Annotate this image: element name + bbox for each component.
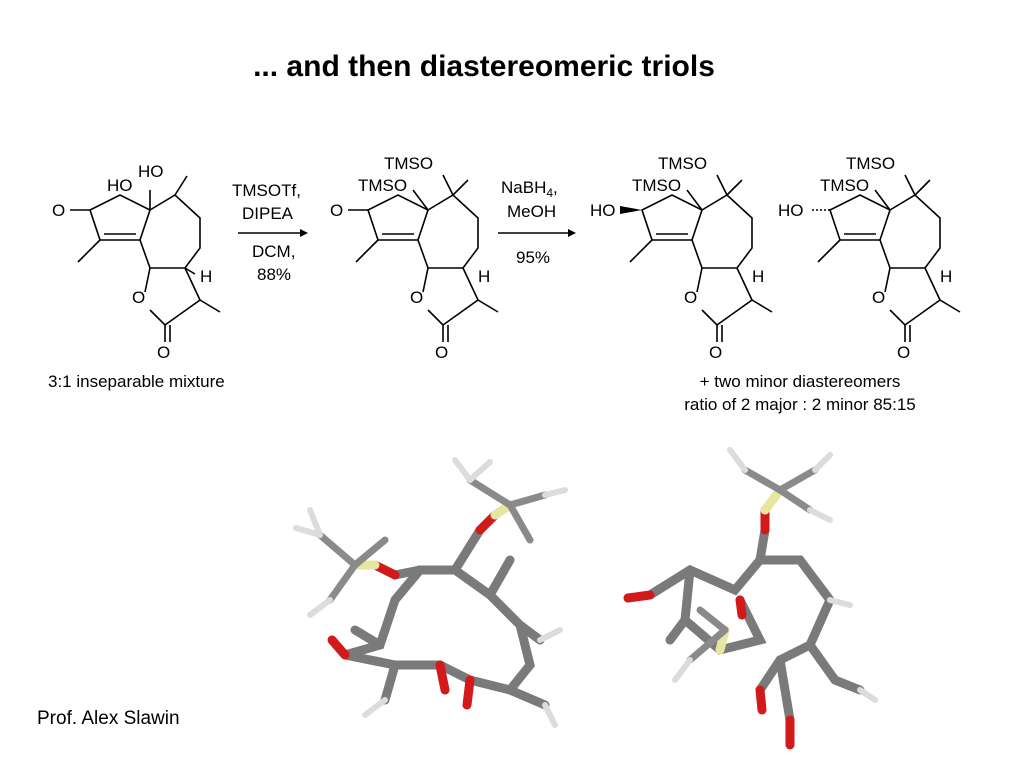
arrow-2-yield: 95% bbox=[516, 248, 550, 267]
arrow-1-solvent: DCM, bbox=[252, 242, 295, 261]
arrow-2-reagent: NaBH4, bbox=[501, 178, 558, 200]
arrow-1-reagent-line2: DIPEA bbox=[242, 204, 294, 223]
compound-4-label-carbonyl-o: O bbox=[897, 343, 910, 362]
compound-1-structure: HO HO O O O H bbox=[52, 162, 221, 362]
compound-3-label-ring-o: O bbox=[684, 288, 697, 307]
crystal-structure-model-right bbox=[623, 447, 878, 750]
compound-1-label-ketone-o: O bbox=[52, 201, 65, 220]
compound-4-label-ho: HO bbox=[778, 201, 804, 220]
compound-2-label-ketone-o: O bbox=[330, 201, 343, 220]
compound-2-structure: TMSO TMSO O O O H bbox=[330, 154, 499, 362]
compound-2-label-carbonyl-o: O bbox=[435, 343, 448, 362]
compound-3-label-tmso-b: TMSO bbox=[632, 176, 681, 195]
caption-mixture: 3:1 inseparable mixture bbox=[48, 372, 225, 391]
caption-diastereomers: + two minor diastereomers ratio of 2 maj… bbox=[600, 370, 1000, 416]
compound-4-label-h: H bbox=[940, 267, 952, 286]
compound-3-label-tmso-a: TMSO bbox=[658, 154, 707, 173]
arrow-2-solvent: MeOH bbox=[507, 202, 556, 221]
compound-4-label-ring-o: O bbox=[872, 288, 885, 307]
caption-diastereomers-line2: ratio of 2 major : 2 minor 85:15 bbox=[684, 395, 916, 414]
compound-3-structure: TMSO TMSO HO O O H bbox=[590, 154, 773, 362]
slide-title-text: ... and then diastereomeric triols bbox=[253, 50, 715, 83]
compound-4-label-tmso-a: TMSO bbox=[846, 154, 895, 173]
compound-4-structure: TMSO TMSO HO O O H bbox=[778, 154, 961, 362]
compound-2-label-h: H bbox=[478, 267, 490, 286]
arrow-1-reagent-line1: TMSOTf, bbox=[232, 181, 301, 200]
compound-3-label-h: H bbox=[752, 267, 764, 286]
slide-title: ... and then diastereomeric triols bbox=[0, 50, 1024, 84]
reaction-arrow-2: NaBH4, MeOH 95% bbox=[498, 178, 576, 267]
compound-2-label-tmso-b: TMSO bbox=[358, 176, 407, 195]
compound-1-label-h: H bbox=[200, 267, 212, 286]
compound-1-label-ho-a: HO bbox=[107, 176, 133, 195]
reaction-arrow-1: TMSOTf, DIPEA DCM, 88% bbox=[232, 181, 308, 284]
author-credit: Prof. Alex Slawin bbox=[37, 708, 180, 729]
compound-2-label-ring-o: O bbox=[410, 288, 423, 307]
crystal-structure-model-left bbox=[293, 457, 568, 728]
arrow-1-yield: 88% bbox=[257, 265, 291, 284]
compound-4-label-tmso-b: TMSO bbox=[820, 176, 869, 195]
compound-1-label-carbonyl-o: O bbox=[157, 343, 170, 362]
compound-3-label-carbonyl-o: O bbox=[709, 343, 722, 362]
compound-1-label-ring-o: O bbox=[132, 288, 145, 307]
compound-3-label-ho: HO bbox=[590, 201, 616, 220]
compound-1-label-ho-b: HO bbox=[138, 162, 164, 181]
caption-diastereomers-line1: + two minor diastereomers bbox=[699, 372, 901, 391]
compound-2-label-tmso-a: TMSO bbox=[384, 154, 433, 173]
